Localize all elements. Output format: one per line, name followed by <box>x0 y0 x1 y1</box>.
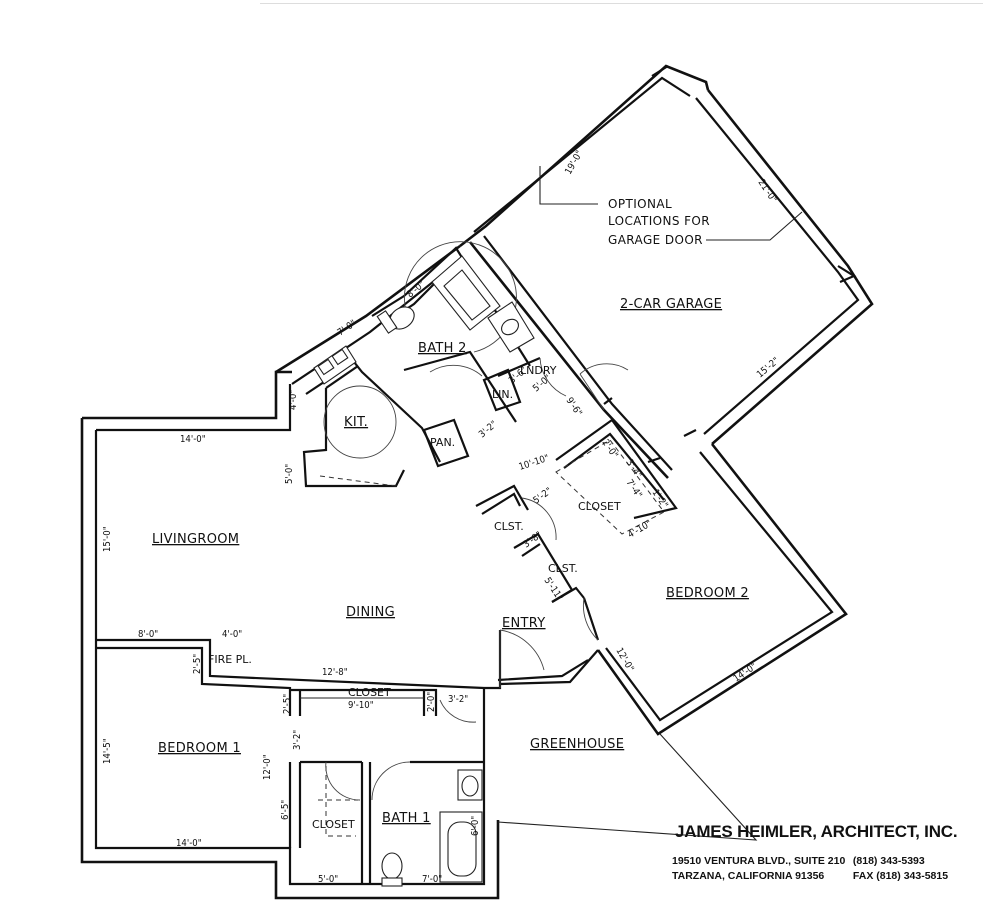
dim-clst-5-2: 5'-2" <box>531 486 554 507</box>
address-line: 19510 VENTURA BLVD., SUITE 210 (818) 343… <box>672 854 972 869</box>
dim-clst-5-11: 5'-11" <box>542 576 566 603</box>
city-line: TARZANA, CALIFORNIA 91356 FAX (818) 343-… <box>672 869 972 884</box>
dim-bath2-8: 8'-0" <box>405 279 428 300</box>
garage-door-note: OPTIONAL LOCATIONS FOR GARAGE DOOR <box>608 197 710 247</box>
label-clst-b: CLST. <box>548 562 578 575</box>
dim-hall-12-8: 12'-8" <box>322 667 348 678</box>
dim-living-14: 14'-0" <box>180 434 206 445</box>
label-bedroom1: BEDROOM 1 <box>158 741 241 756</box>
dim-fire-4: 4'-0" <box>222 629 242 640</box>
dim-closet-2-0: 2'-0" <box>426 692 437 712</box>
dim-kit-5: 5'-0" <box>284 464 295 484</box>
label-bath1: BATH 1 <box>382 811 431 826</box>
label-bedroom2: BEDROOM 2 <box>666 586 749 601</box>
label-pantry: PAN. <box>430 436 455 449</box>
label-closet-bed1: CLOSET <box>348 686 391 699</box>
dim-bed1-14: 14'-0" <box>176 838 202 849</box>
dashed-lines <box>318 439 665 837</box>
dim-living-8: 8'-0" <box>138 629 158 640</box>
dim-bed1-14-5: 14'-5" <box>102 738 113 764</box>
dim-lin-9: 9'-6" <box>564 396 584 419</box>
label-closet-bath1: CLOSET <box>312 818 355 831</box>
label-dining: DINING <box>346 605 395 620</box>
firm-name: JAMES HEIMLER, ARCHITECT, INC. <box>675 822 958 841</box>
label-clst-a: CLST. <box>494 520 524 533</box>
note-line-2: LOCATIONS FOR <box>608 214 710 228</box>
dim-hall-3-2: 3'-2" <box>477 419 500 440</box>
dim-entry-3-2: 3'-2" <box>448 694 468 705</box>
label-garage: 2-CAR GARAGE <box>620 297 722 312</box>
label-bath2: BATH 2 <box>418 341 467 356</box>
interior-walls <box>96 235 678 884</box>
room-labels: 2-CAR GARAGE BATH 2 KIT. LNDRY LIN. PAN.… <box>152 297 749 831</box>
label-living: LIVINGROOM <box>152 532 239 547</box>
note-line-3: GARAGE DOOR <box>608 233 703 247</box>
toilet-fixture <box>381 852 403 880</box>
door-swings <box>325 241 629 801</box>
dim-kit-7: 7'-0" <box>336 318 359 338</box>
label-closet-hall: CLOSET <box>578 500 621 513</box>
dim-garage-21: 21'-0" <box>756 178 780 205</box>
dim-closet-7-4: 7'-4" <box>624 478 644 501</box>
fax-number: FAX (818) 343-5815 <box>852 870 949 882</box>
dim-hall-10: 10'-10" <box>518 453 551 473</box>
dim-closet-4-10: 4'-10" <box>626 518 654 540</box>
phone-number: (818) 343-5393 <box>852 855 925 867</box>
dim-bath1-6: 6'-0" <box>470 816 481 836</box>
dim-clst-3-8: 3'-8" <box>521 530 544 551</box>
dim-closet-1: 1'-2" <box>650 488 670 511</box>
dim-bed1-3-2: 3'-2" <box>292 730 303 750</box>
dim-bed1-12: 12'-0" <box>262 754 273 780</box>
note-arrows <box>539 166 803 241</box>
dim-closet-9-10: 9'-10" <box>348 700 374 711</box>
dim-kit-4: 4'-0" <box>288 390 299 410</box>
city-address: TARZANA, CALIFORNIA 91356 <box>672 870 825 882</box>
label-entry: ENTRY <box>502 616 546 631</box>
label-fireplace: FIRE PL. <box>208 653 252 666</box>
label-linen: LIN. <box>492 388 513 401</box>
top-border-line <box>260 3 983 4</box>
dim-closet-2-5: 2'-5" <box>282 694 293 714</box>
label-kitchen: KIT. <box>344 415 368 430</box>
title-block: JAMES HEIMLER, ARCHITECT, INC. 19510 VEN… <box>672 822 972 884</box>
street-address: 19510 VENTURA BLVD., SUITE 210 <box>672 855 846 867</box>
dim-bath1-5: 5'-0" <box>318 874 338 885</box>
label-laundry: LNDRY <box>520 364 557 377</box>
dim-bath1-7: 7'-0" <box>422 874 442 885</box>
dim-bed2-12: 12'-0" <box>613 646 635 674</box>
dim-bed2-14: 14'-0" <box>732 661 759 685</box>
dim-fire-2-5: 2'-5" <box>192 654 203 674</box>
fixtures <box>313 255 697 887</box>
dim-bed1-6-5: 6'-5" <box>280 800 291 820</box>
dim-garage-15: 15'-2" <box>755 355 782 380</box>
exterior-walls <box>80 64 874 900</box>
kitchen-island-circle <box>323 385 397 459</box>
label-greenhouse: GREENHOUSE <box>530 737 624 752</box>
dim-living-15: 15'-0" <box>102 526 113 552</box>
note-line-1: OPTIONAL <box>608 197 672 211</box>
